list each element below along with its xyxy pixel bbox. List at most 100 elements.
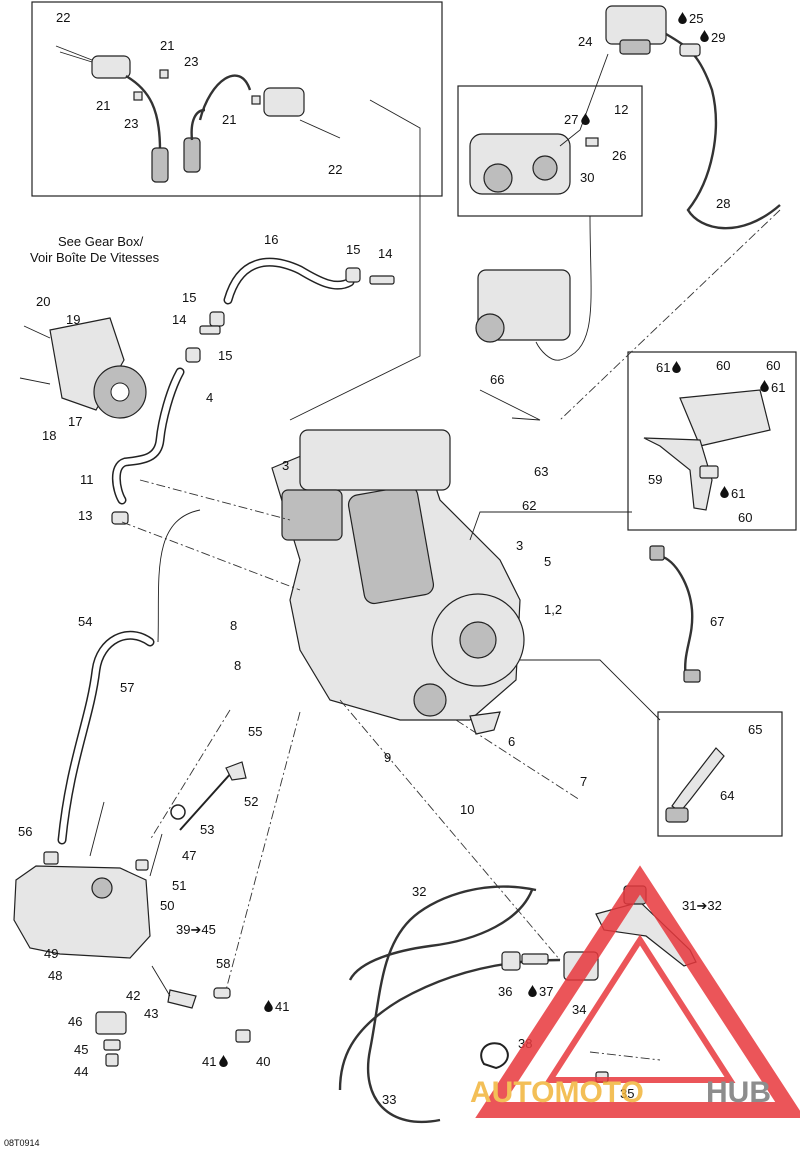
- callout-62: 62: [522, 498, 536, 513]
- callout-21b: 21: [96, 98, 110, 113]
- note-voir-boite: Voir Boîte De Vitesses: [30, 250, 160, 265]
- ecm-bracket-detail-box: [627, 351, 797, 531]
- oil-drop-icon: [760, 380, 769, 392]
- callout-34: 34: [572, 1002, 586, 1017]
- callout-20: 20: [36, 294, 50, 309]
- dipstick-group: [170, 761, 247, 831]
- oil-drop-icon: [700, 30, 709, 42]
- ecm-bracket-group: [643, 389, 771, 511]
- callout-49: 49: [44, 946, 58, 961]
- note-see-gear-box: See Gear Box/: [58, 234, 144, 249]
- callout-53: 53: [200, 822, 214, 837]
- callout-29: 29: [711, 30, 725, 45]
- callout-39-45: 39➔45: [176, 922, 216, 937]
- oil-tank-group: [13, 801, 251, 1067]
- callout-54: 54: [78, 614, 92, 629]
- callout-33: 33: [382, 1092, 396, 1107]
- callout-15a: 15: [346, 242, 360, 257]
- callout-58: 58: [216, 956, 230, 971]
- callout-41b: 41: [202, 1054, 216, 1069]
- callout-15c: 15: [218, 348, 232, 363]
- callout-67: 67: [710, 614, 724, 629]
- shift-lever-detail-box: [657, 711, 783, 837]
- callout-8b: 8: [234, 658, 241, 673]
- oil-drop-icon: [672, 361, 681, 373]
- coolant-hoses: [57, 257, 395, 845]
- throttle-body-detail-box: [457, 85, 643, 217]
- callout-48: 48: [48, 968, 62, 983]
- callout-61a: 61: [656, 360, 670, 375]
- ignition-coil-detail-box: [31, 1, 443, 197]
- automotohub-watermark: AUTOMOTO HUB: [470, 865, 800, 1118]
- callout-42: 42: [126, 988, 140, 1003]
- oil-drop-icon: [219, 1055, 228, 1067]
- callout-21a: 21: [160, 38, 174, 53]
- engine-assembly: [271, 429, 525, 735]
- callout-22a: 22: [56, 10, 70, 25]
- callout-10: 10: [460, 802, 474, 817]
- callout-9: 9: [384, 750, 391, 765]
- callout-50: 50: [160, 898, 174, 913]
- sprocket-cover-group: [19, 317, 147, 419]
- callout-44: 44: [74, 1064, 88, 1079]
- callout-61c: 61: [731, 486, 745, 501]
- callout-41a: 41: [275, 999, 289, 1014]
- callout-43: 43: [144, 1006, 158, 1021]
- callout-64: 64: [720, 788, 734, 803]
- callout-16: 16: [264, 232, 278, 247]
- callout-45: 45: [74, 1042, 88, 1057]
- callout-66: 66: [490, 372, 504, 387]
- callout-57: 57: [120, 680, 134, 695]
- callout-13: 13: [78, 508, 92, 523]
- callout-24: 24: [578, 34, 592, 49]
- callout-60b: 60: [766, 358, 780, 373]
- callout-23a: 23: [184, 54, 198, 69]
- callout-47: 47: [182, 848, 196, 863]
- throttle-body-group: [469, 133, 599, 195]
- callout-17: 17: [68, 414, 82, 429]
- box-leaders: [157, 53, 661, 721]
- oil-drop-icon: [264, 1000, 273, 1012]
- callout-30: 30: [580, 170, 594, 185]
- callout-19: 19: [66, 312, 80, 327]
- oil-drop-icon: [528, 985, 537, 997]
- callout-52: 52: [244, 794, 258, 809]
- sensor-wire: [649, 545, 701, 683]
- callout-32a: 32: [412, 884, 426, 899]
- callout-21c: 21: [222, 112, 236, 127]
- callout-1-2: 1,2: [544, 602, 562, 617]
- intake-manifold-assembly: [475, 215, 592, 361]
- callout-3a: 3: [282, 458, 289, 473]
- callout-22b: 22: [328, 162, 342, 177]
- callout-36: 36: [498, 984, 512, 999]
- watermark-brand-part2: HUB: [706, 1076, 771, 1109]
- oil-drop-icon: [581, 113, 590, 125]
- callout-35: 35: [620, 1086, 634, 1101]
- callout-3b: 3: [516, 538, 523, 553]
- callout-56: 56: [18, 824, 32, 839]
- callout-65: 65: [748, 722, 762, 737]
- callout-61b: 61: [771, 380, 785, 395]
- callout-26: 26: [612, 148, 626, 163]
- oil-drop-icon: [678, 12, 687, 24]
- callout-31-32: 31➔32: [682, 898, 722, 913]
- callout-23b: 23: [124, 116, 138, 131]
- callout-11: 11: [80, 472, 94, 487]
- drawing-code: 08T0914: [4, 1138, 40, 1148]
- callout-46: 46: [68, 1014, 82, 1029]
- callout-28: 28: [716, 196, 730, 211]
- callout-37: 37: [539, 984, 553, 999]
- watermark-brand-part1: AUTOMOTO: [470, 1076, 644, 1109]
- callout-63: 63: [534, 464, 548, 479]
- callout-15b: 15: [182, 290, 196, 305]
- oil-drop-icon: [720, 486, 729, 498]
- ignition-coil-group: [55, 45, 341, 183]
- throttle-lever-assembly: [605, 5, 781, 230]
- callout-8a: 8: [230, 618, 237, 633]
- reference-lines: [121, 209, 781, 1061]
- callout-55: 55: [248, 724, 262, 739]
- shift-lever-group: [665, 747, 725, 823]
- callout-labels: 22 21 23 21 23 21 22 24 25 29 27 12 26 3…: [4, 10, 785, 1148]
- callout-6: 6: [508, 734, 515, 749]
- callout-18: 18: [42, 428, 56, 443]
